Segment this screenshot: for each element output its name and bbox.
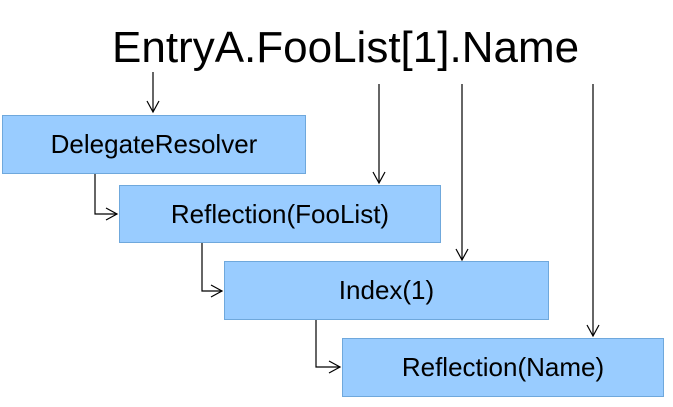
elbow-reflfoo-to-index: [201, 243, 224, 298]
reflection-name-box: Reflection(Name): [342, 338, 664, 397]
expression-text: EntryA.FooList[1].Name: [112, 23, 580, 72]
arrow-foolist-to-reflection: [372, 84, 386, 185]
delegate-resolver-box: DelegateResolver: [2, 115, 306, 174]
reflection-name-label: Reflection(Name): [401, 352, 605, 382]
index-box: Index(1): [224, 261, 549, 320]
reflection-foolist-box: Reflection(FooList): [119, 185, 441, 243]
reflection-foolist-label: Reflection(FooList): [170, 198, 390, 229]
elbow-index-to-reflname: [315, 320, 342, 374]
arrow-entry-to-delegate: [146, 72, 160, 114]
arrow-name-to-reflection: [586, 84, 600, 338]
delegate-resolver-label: DelegateResolver: [50, 129, 258, 159]
index-label: Index(1): [338, 275, 435, 305]
arrow-index-to-index: [455, 84, 469, 262]
elbow-delegate-to-reflfoo: [94, 174, 119, 221]
